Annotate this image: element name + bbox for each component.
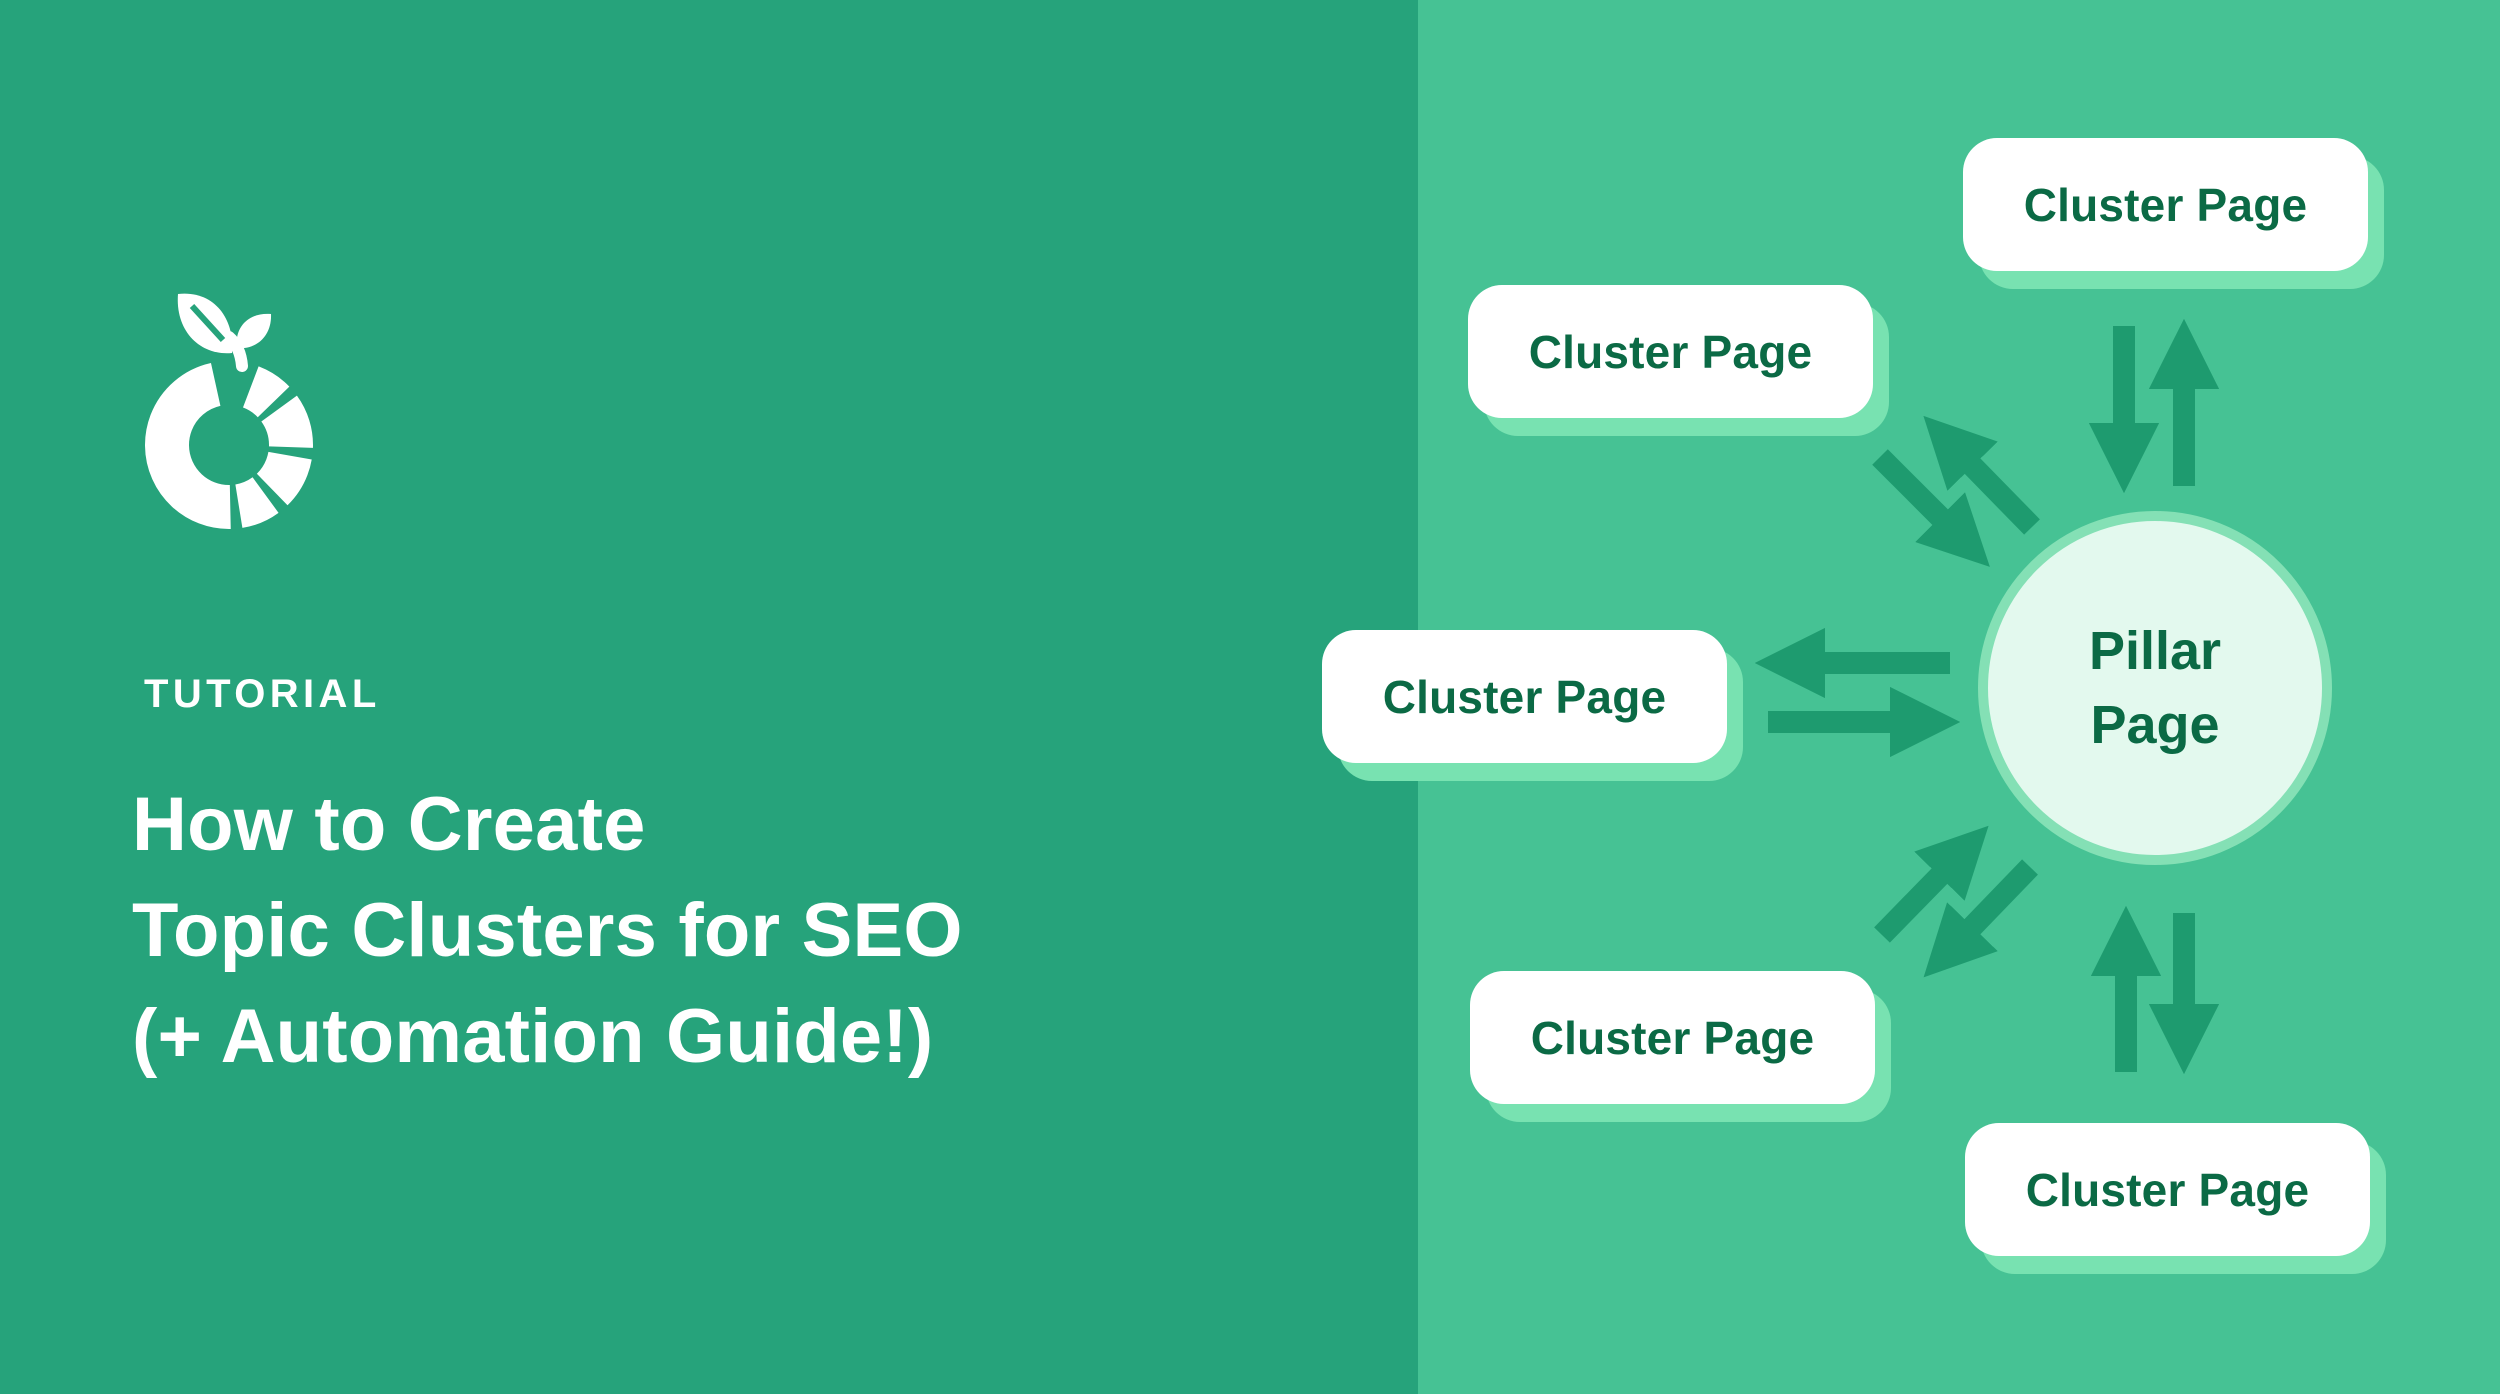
cluster-page-label: Cluster Page [1382, 670, 1667, 723]
citrus-fruit-logo-icon [145, 293, 313, 529]
page-title: How to Create Topic Clusters for SEO (+ … [132, 772, 963, 1090]
cluster-page-label: Cluster Page [2023, 178, 2308, 231]
left-panel-background [0, 0, 1418, 1394]
cluster-page-label: Cluster Page [1528, 325, 1813, 378]
logo-leaf-vein [189, 303, 226, 343]
cluster-page-label: Cluster Page [1530, 1011, 1815, 1064]
eyebrow-label: TUTORIAL [144, 672, 381, 716]
pillar-page-label-line-1: Pillar [2088, 621, 2222, 681]
cluster-page-box-upper-left: Cluster Page [1468, 285, 1873, 418]
pillar-page-label-line-2: Page [2090, 695, 2220, 755]
pillar-page-circle: Pillar Page [1978, 511, 2332, 865]
logo-leaf-small [236, 313, 272, 349]
cluster-page-label: Cluster Page [2025, 1163, 2310, 1216]
cluster-page-box-top-right: Cluster Page [1963, 138, 2368, 271]
page-title-line-2: Topic Clusters for SEO [132, 888, 963, 973]
cluster-page-box-bottom-right: Cluster Page [1965, 1123, 2370, 1256]
cluster-page-box-middle-left: Cluster Page [1322, 630, 1727, 763]
page-title-line-3: (+ Automation Guide!) [132, 994, 934, 1079]
page-title-line-1: How to Create [132, 782, 646, 867]
cluster-page-box-lower-left: Cluster Page [1470, 971, 1875, 1104]
